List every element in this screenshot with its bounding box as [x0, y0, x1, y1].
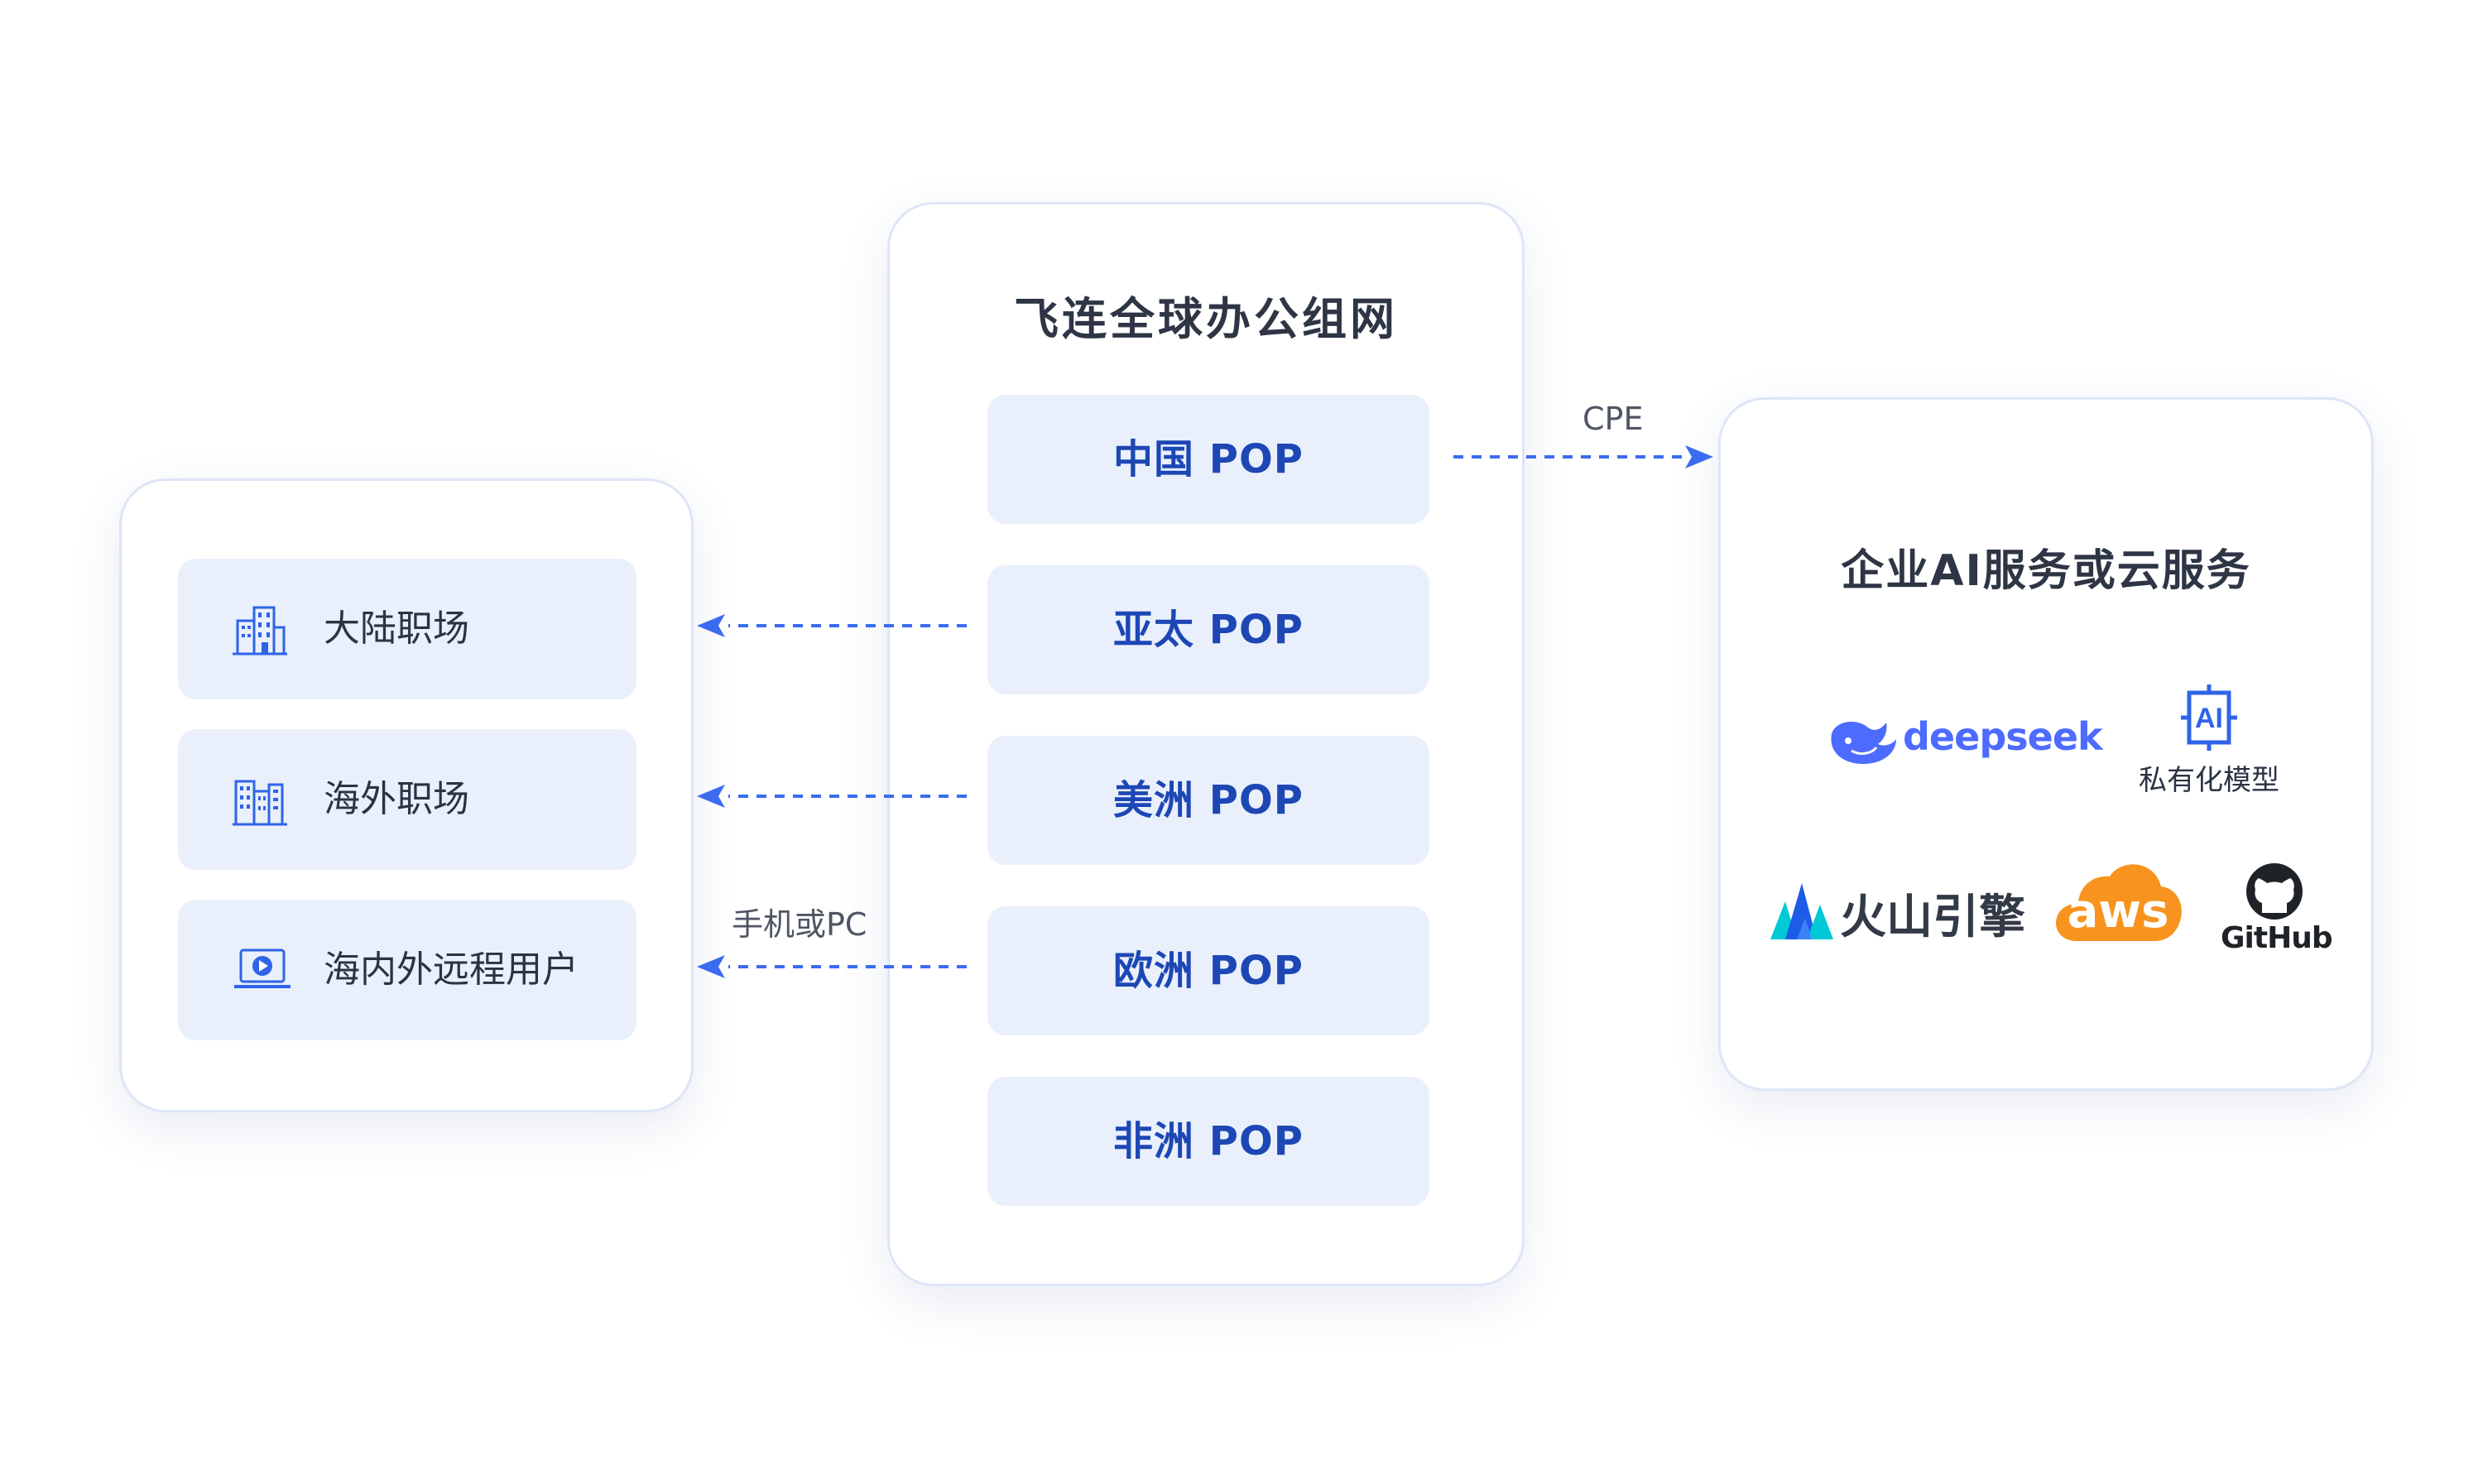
github-wordmark: GitHub	[2221, 921, 2333, 955]
ai-cloud-services-panel: 企业AI服务或云服务 deepseek AI 私有化模型	[1718, 397, 2374, 1091]
arrowhead-left-icon	[697, 785, 725, 808]
whale-icon	[1831, 722, 1896, 764]
cpe-label: CPE	[1582, 401, 1644, 437]
private-model-logo: AI 私有化模型	[2135, 681, 2284, 805]
volcengine-wordmark: 火山引擎	[1840, 891, 2025, 944]
arrowhead-left-icon	[697, 955, 725, 978]
ai-badge-text: AI	[2195, 703, 2223, 734]
workplace-label: 大陆职场	[324, 608, 469, 650]
device-label: 手机或PC	[732, 906, 867, 943]
pop-node-africa[interactable]: 非洲 POP	[987, 1077, 1429, 1206]
volcengine-logo: 火山引擎	[1769, 876, 2034, 951]
ai-chip-icon: AI	[2181, 684, 2237, 751]
aws-wordmark: aws	[2067, 885, 2169, 939]
aws-logo: aws	[2052, 857, 2184, 948]
cloud-icon	[2056, 864, 2182, 941]
laptop-play-icon	[234, 949, 291, 988]
github-octocat-icon	[2246, 863, 2303, 920]
deepseek-logo: deepseek	[1827, 709, 2103, 776]
panel-title: 飞连全球办公组网	[1014, 293, 1398, 345]
github-logo: GitHub	[2221, 860, 2333, 959]
volcano-mountains-icon	[1770, 883, 1833, 939]
workplace-label: 海内外远程用户	[324, 949, 579, 991]
global-network-panel: 飞连全球办公组网 中国 POP 亚太 POP 美洲 POP 欧洲 POP 非洲 …	[887, 202, 1525, 1286]
workplace-panel: 大陆职场 海外职场	[119, 478, 694, 1112]
workplace-item-mainland[interactable]: 大陆职场	[178, 559, 636, 699]
workplace-item-remote[interactable]: 海内外远程用户	[178, 900, 636, 1040]
pop-node-americas[interactable]: 美洲 POP	[987, 736, 1429, 865]
panel-title: 企业AI服务或云服务	[1841, 546, 2251, 596]
arrowhead-right-icon	[1685, 445, 1713, 468]
workplace-item-overseas[interactable]: 海外职场	[178, 729, 636, 870]
pop-node-china[interactable]: 中国 POP	[987, 395, 1429, 524]
arrowhead-left-icon	[697, 614, 725, 637]
deepseek-wordmark: deepseek	[1903, 714, 2103, 759]
office-building-icon	[233, 780, 287, 826]
pop-node-europe[interactable]: 欧洲 POP	[987, 906, 1429, 1035]
workplace-label: 海外职场	[324, 778, 469, 820]
office-building-icon	[233, 606, 287, 656]
pop-node-apac[interactable]: 亚太 POP	[987, 565, 1429, 694]
private-model-label: 私有化模型	[2139, 764, 2279, 797]
